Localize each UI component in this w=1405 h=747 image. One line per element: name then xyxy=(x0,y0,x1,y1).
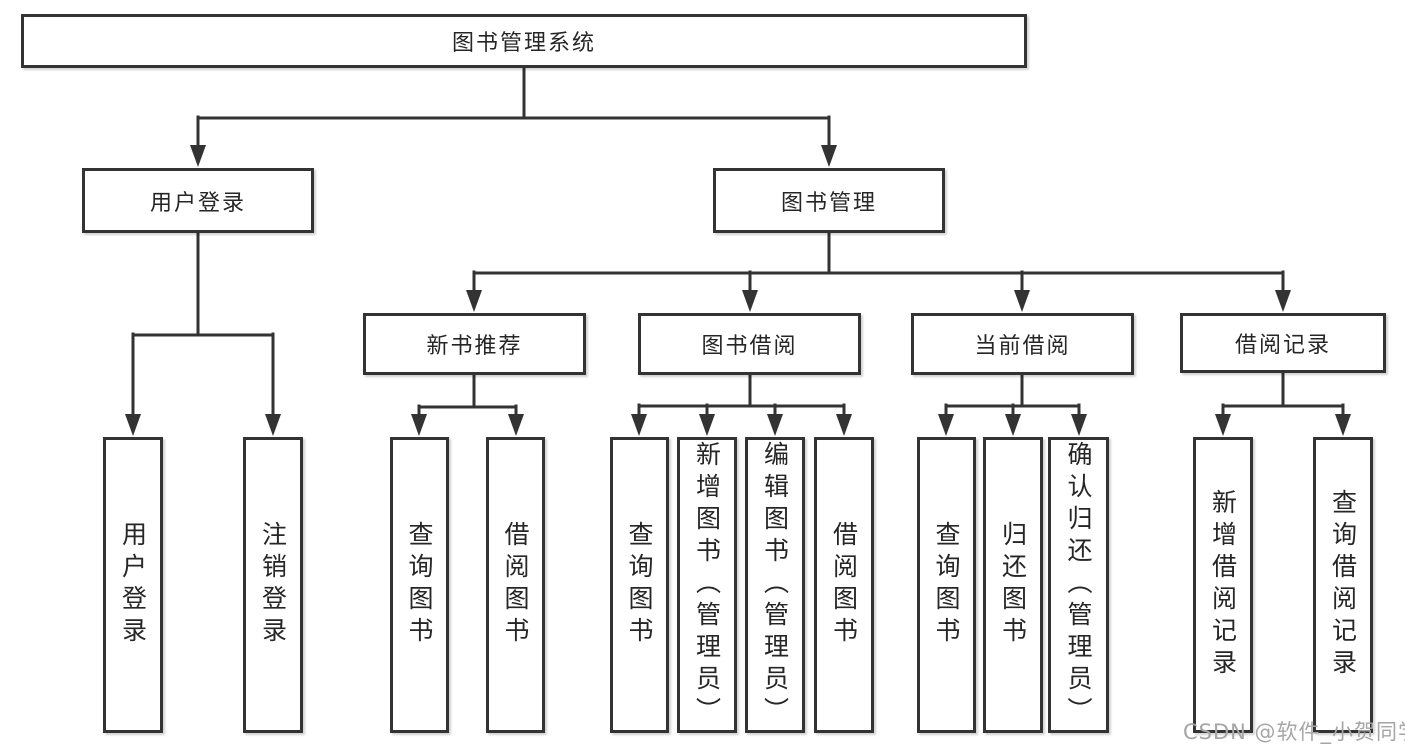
node-label: 用户登录 xyxy=(118,521,148,649)
node-label: 图书借阅 xyxy=(701,334,798,359)
node-label: 当前借阅 xyxy=(974,334,1071,359)
leaf-confirm-return-admin: 确认归还（管理员） xyxy=(1048,437,1109,733)
node-library-management-system: 图书管理系统 xyxy=(21,14,1027,68)
node-label: 查询借阅记录 xyxy=(1328,489,1358,681)
leaf-add-borrow-record: 新增借阅记录 xyxy=(1193,437,1253,733)
node-label: 用户登录 xyxy=(149,190,246,216)
node-label: 借阅图书 xyxy=(829,521,859,649)
node-current-borrowing: 当前借阅 xyxy=(911,313,1134,375)
node-user-login-branch: 用户登录 xyxy=(82,168,314,233)
watermark: CSDN @软件_小贺同学 xyxy=(1183,720,1405,744)
leaf-logout: 注销登录 xyxy=(243,437,303,733)
node-label: 新增图书（管理员） xyxy=(692,441,722,729)
leaf-return-books: 归还图书 xyxy=(983,437,1043,733)
node-label: 新增借阅记录 xyxy=(1208,489,1238,681)
leaf-borrow-books-1: 借阅图书 xyxy=(486,437,545,733)
node-label: 查询图书 xyxy=(405,521,434,649)
node-book-management: 图书管理 xyxy=(713,168,945,233)
node-label: 查询图书 xyxy=(625,521,654,649)
leaf-user-login: 用户登录 xyxy=(103,437,163,733)
leaf-query-books-3: 查询图书 xyxy=(917,437,976,733)
node-label: 归还图书 xyxy=(998,521,1028,649)
node-label: 借阅图书 xyxy=(501,521,530,649)
leaf-borrow-books-2: 借阅图书 xyxy=(814,437,874,733)
node-label: 新书推荐 xyxy=(426,334,523,359)
leaf-add-books-admin: 新增图书（管理员） xyxy=(677,437,737,733)
arrowheads xyxy=(125,145,1351,436)
node-label: 图书管理 xyxy=(780,190,877,216)
node-new-book-recommend: 新书推荐 xyxy=(363,313,586,375)
leaf-query-books-1: 查询图书 xyxy=(390,437,449,733)
leaf-edit-books-admin: 编辑图书（管理员） xyxy=(745,437,805,733)
node-label: 查询图书 xyxy=(932,521,961,649)
node-borrow-records: 借阅记录 xyxy=(1180,313,1386,373)
node-label: 确认归还（管理员） xyxy=(1064,441,1093,729)
leaf-query-borrow-record: 查询借阅记录 xyxy=(1313,437,1373,733)
node-label: 编辑图书（管理员） xyxy=(760,441,790,729)
node-book-borrowing: 图书借阅 xyxy=(638,313,861,375)
node-label: 借阅记录 xyxy=(1234,333,1331,358)
node-label: 图书管理系统 xyxy=(451,31,596,56)
leaf-query-books-2: 查询图书 xyxy=(610,437,669,733)
node-label: 注销登录 xyxy=(258,521,288,649)
